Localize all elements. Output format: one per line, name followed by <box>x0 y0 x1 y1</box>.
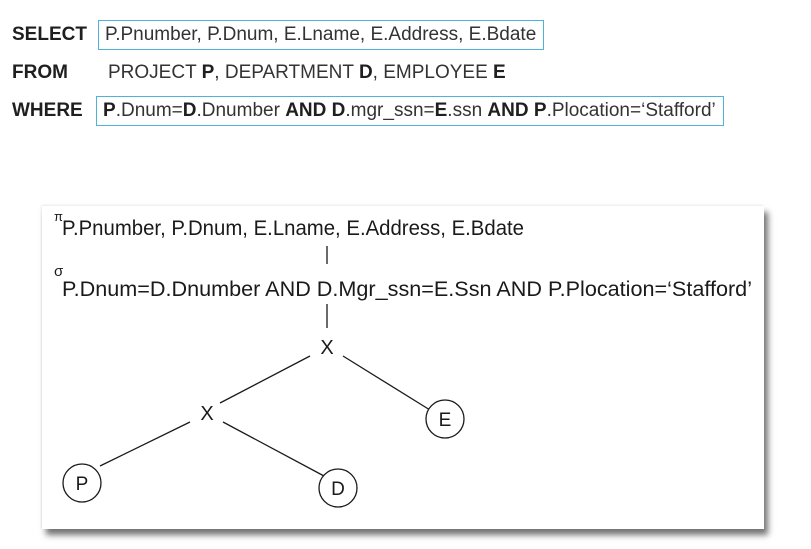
from-clause: PROJECT P, DEPARTMENT D, EMPLOYEE E <box>108 62 506 84</box>
select-clause-box: P.Pnumber, P.Dnum, E.Lname, E.Address, E… <box>98 20 545 50</box>
where-clause-token: .Dnum= <box>115 100 183 121</box>
from-clause-token: E <box>493 62 506 83</box>
where-clause-token: .ssn <box>447 100 488 121</box>
sql-from-line: FROM PROJECT P, DEPARTMENT D, EMPLOYEE E <box>12 58 506 88</box>
leaf-d-circle <box>318 468 358 508</box>
projection-list: P.Pnumber, P.Dnum, E.Lname, E.Address, E… <box>62 217 524 240</box>
sigma-symbol: σ <box>54 263 64 280</box>
where-clause-token: D <box>182 100 197 121</box>
leaf-e-circle <box>425 399 465 439</box>
from-clause-token: P <box>201 62 215 83</box>
where-clause-token: E <box>434 100 448 121</box>
query-tree-svg: π P.Pnumber, P.Dnum, E.Lname, E.Address,… <box>54 209 752 508</box>
from-keyword: FROM <box>12 62 68 83</box>
where-clause-token: AND <box>285 100 332 121</box>
edge-cross-inner-d <box>222 421 325 477</box>
leaf-d-label: D <box>331 479 345 500</box>
leaf-p-circle <box>62 463 102 503</box>
where-keyword: WHERE <box>12 100 83 121</box>
selection-condition: P.Dnum=D.Dnumber AND D.Mgr_ssn=E.Ssn AND… <box>62 278 752 301</box>
from-clause-token: D <box>358 62 373 83</box>
query-tree-figure: π P.Pnumber, P.Dnum, E.Lname, E.Address,… <box>42 206 764 529</box>
where-clause-token: D <box>331 100 346 121</box>
edge-cross-inner-p <box>99 421 191 467</box>
leaf-e-label: E <box>439 410 452 431</box>
where-clause-token: P <box>103 100 116 121</box>
from-clause-token: PROJECT <box>108 62 202 83</box>
where-clause-token: P <box>533 100 547 121</box>
where-clause-token: .Plocation=‘Stafford’ <box>546 100 716 121</box>
where-clause-box: P.Dnum=D.Dnumber AND D.mgr_ssn=E.ssn AND… <box>96 96 724 126</box>
cross-inner: X <box>200 403 213 425</box>
where-clause-token: AND <box>487 100 534 121</box>
edge-cross-top-e <box>342 355 431 411</box>
edge-cross-top-left <box>219 355 311 404</box>
where-clause-token: .Dnumber <box>196 100 286 121</box>
cross-top: X <box>320 337 333 359</box>
leaf-p-label: P <box>76 474 89 495</box>
select-keyword: SELECT <box>12 24 87 45</box>
from-clause-token: , DEPARTMENT <box>214 62 359 83</box>
sql-where-line: WHERE P.Dnum=D.Dnumber AND D.mgr_ssn=E.s… <box>12 96 724 126</box>
where-clause-token: .mgr_ssn= <box>345 100 435 121</box>
pi-symbol: π <box>54 209 63 224</box>
from-clause-token: , EMPLOYEE <box>372 62 494 83</box>
sql-select-line: SELECT P.Pnumber, P.Dnum, E.Lname, E.Add… <box>12 20 545 50</box>
